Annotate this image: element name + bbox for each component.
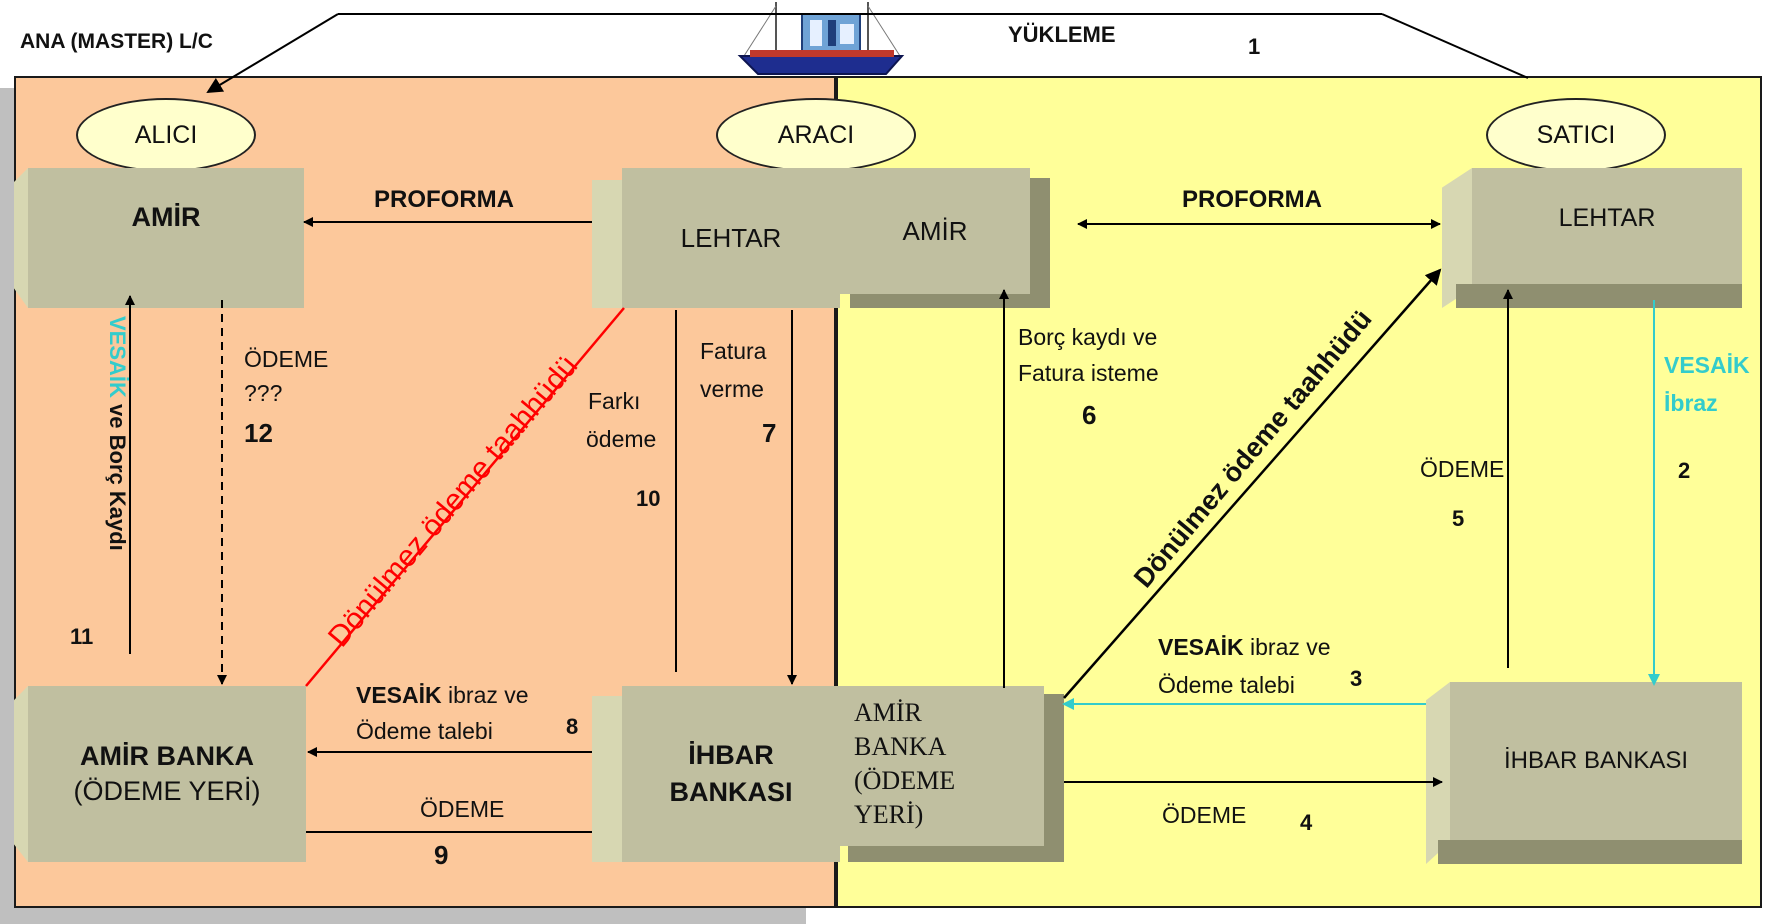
vesaik-borc-colored: VESAİK [105,316,130,398]
right-amir-banka-line3: (ÖDEME [854,766,956,795]
box-left-lehtar: LEHTAR [592,168,840,308]
buyer-label: ALICI [134,120,198,149]
step3-label: 3 [1350,666,1363,691]
vesaik-ibraz-left-line1: VESAİK ibraz ve [356,682,529,709]
fatura-line2: verme [700,376,764,402]
borc-line2: Fatura isteme [1018,360,1159,386]
odeme-left-label: ÖDEME [420,796,505,822]
box-left-ihbar: İHBAR BANKASI [592,686,840,862]
step4-label: 4 [1300,810,1313,835]
right-amir-banka-line2: BANKA [854,732,947,761]
step2-label: 2 [1678,458,1691,483]
left-ihbar-face: İHBAR BANKASI [622,686,840,862]
vesaik-ibraz-right-rest: ibraz ve [1243,634,1331,660]
step7-label: 7 [762,418,777,448]
odeme-right-vertical-label: ÖDEME [1420,456,1505,482]
step12-label: 12 [244,418,273,448]
left-amir-banka-line2: (ÖDEME YERİ) [73,776,261,806]
odeme-q-line1: ÖDEME [244,346,329,372]
vesaik-ibraz-left-bold: VESAİK [356,682,442,708]
arrow-master-lc [206,13,339,94]
step9-label: 9 [434,840,449,870]
box-right-ihbar: İHBAR BANKASI [1426,682,1742,864]
vesaik-right-line1: VESAİK [1664,352,1750,378]
line-irrevocable-left [305,307,625,687]
left-ihbar-line1: İHBAR [688,740,774,770]
vesaik-ibraz-right-line1: VESAİK ibraz ve [1158,634,1331,661]
seller-oval: SATICI [1486,98,1666,172]
box-right-amir: AMİR [840,168,1050,308]
right-lehtar-label: LEHTAR [1472,168,1742,284]
vesaik-ibraz-left-rest: ibraz ve [441,682,529,708]
ship-icon [736,0,906,76]
step10-label: 10 [636,486,661,511]
intermediary-label: ARACI [777,120,855,149]
borc-line1: Borç kaydı ve [1018,324,1158,350]
right-amir-banka-line4: YERİ) [854,800,924,829]
seller-label: SATICI [1536,120,1616,149]
left-amir-banka-face: AMİR BANKA (ÖDEME YERİ) [28,686,306,862]
step6-label: 6 [1082,400,1097,430]
step11-label: 11 [70,624,94,649]
loading-label: YÜKLEME [1008,22,1116,47]
vesaik-ibraz-right-bold: VESAİK [1158,634,1244,660]
odeme-talebi-left: Ödeme talebi [356,718,493,744]
panel-shadow-bottom [0,908,806,924]
odeme-right-bottom-label: ÖDEME [1162,802,1247,828]
box-right-lehtar: LEHTAR [1442,168,1742,308]
line-loading-diag [1381,13,1529,79]
left-amir-banka-line1: AMİR BANKA [80,741,254,771]
vesaik-borc-vertical-label: VESAİK ve Borç Kaydı [104,316,130,551]
right-amir-label: AMİR [840,168,1030,294]
vesaik-right-line2: İbraz [1664,390,1718,416]
box-left-amir-banka: AMİR BANKA (ÖDEME YERİ) [14,686,306,862]
arrow-irrevocable-right [1063,268,1442,699]
panel-shadow-left [0,88,14,924]
left-lehtar-label: LEHTAR [622,168,840,308]
loading-step-number: 1 [1248,34,1261,59]
right-amir-banka-face: AMİR BANKA (ÖDEME YERİ) [840,686,1044,846]
left-amir-label: AMİR [28,168,304,308]
proforma-right-label: PROFORMA [1182,186,1322,213]
intermediary-oval: ARACI [716,98,916,172]
proforma-left-label: PROFORMA [374,186,514,213]
left-ihbar-line2: BANKASI [669,777,793,807]
right-ihbar-label: İHBAR BANKASI [1450,682,1742,840]
farki-line2: ödeme [586,426,657,452]
vesaik-borc-rest: ve Borç Kaydı [105,397,130,551]
master-lc-title: ANA (MASTER) L/C [20,30,213,53]
box-right-amir-banka: AMİR BANKA (ÖDEME YERİ) [840,686,1064,862]
odeme-talebi-right: Ödeme talebi [1158,672,1295,698]
step5-label: 5 [1452,506,1465,531]
box-left-amir: AMİR [14,168,304,308]
step8-label: 8 [566,714,579,739]
odeme-q-line2: ??? [244,380,283,406]
buyer-oval: ALICI [76,98,256,172]
right-amir-banka-line1: AMİR [854,698,922,727]
fatura-line1: Fatura [700,338,767,364]
farki-line1: Farkı [588,388,641,414]
